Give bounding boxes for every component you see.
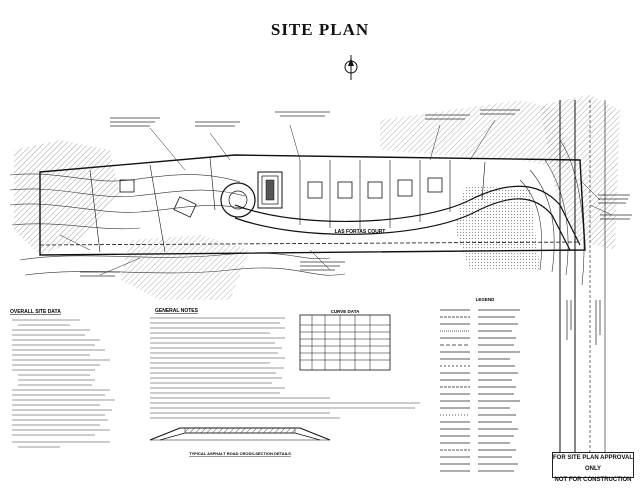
page-title: SITE PLAN <box>270 20 370 39</box>
overall-site-data-panel: OVERALL SITE DATA <box>10 309 115 448</box>
highway-right-of-way <box>559 100 606 460</box>
legend-panel: LEGEND <box>440 297 520 472</box>
detention-pond <box>257 171 283 209</box>
road-label: LAS FORTAS COURT <box>335 229 386 235</box>
approval-stamp-line1: FOR SITE PLAN APPROVAL ONLY <box>553 455 634 472</box>
access-road <box>234 185 581 251</box>
house-footprints <box>119 177 443 218</box>
annotation-text-blocks <box>80 109 632 277</box>
road-cross-section: TYPICAL ASPHALT ROAD CROSS-SECTION DETAI… <box>149 427 331 456</box>
cul-de-sac <box>220 182 256 218</box>
property-boundary <box>39 154 586 256</box>
approval-stamp: FOR SITE PLAN APPROVAL ONLY NOT FOR CONS… <box>552 452 634 483</box>
lot-lines <box>89 157 486 253</box>
slope-hatch-areas <box>14 95 620 300</box>
approval-stamp-line2: NOT FOR CONSTRUCTION <box>554 477 632 483</box>
cross-section-caption: TYPICAL ASPHALT ROAD CROSS-SECTION DETAI… <box>189 451 291 456</box>
legend-heading: LEGEND <box>476 297 496 302</box>
curve-data-table: CURVE DATA <box>299 309 391 371</box>
curve-data-heading: CURVE DATA <box>331 309 361 314</box>
general-notes-panel: GENERAL NOTES <box>150 308 420 419</box>
general-notes-heading: GENERAL NOTES <box>155 308 199 314</box>
north-arrow-icon <box>344 55 358 80</box>
highway-label-text <box>566 300 601 345</box>
overall-site-data-heading: OVERALL SITE DATA <box>10 309 61 315</box>
